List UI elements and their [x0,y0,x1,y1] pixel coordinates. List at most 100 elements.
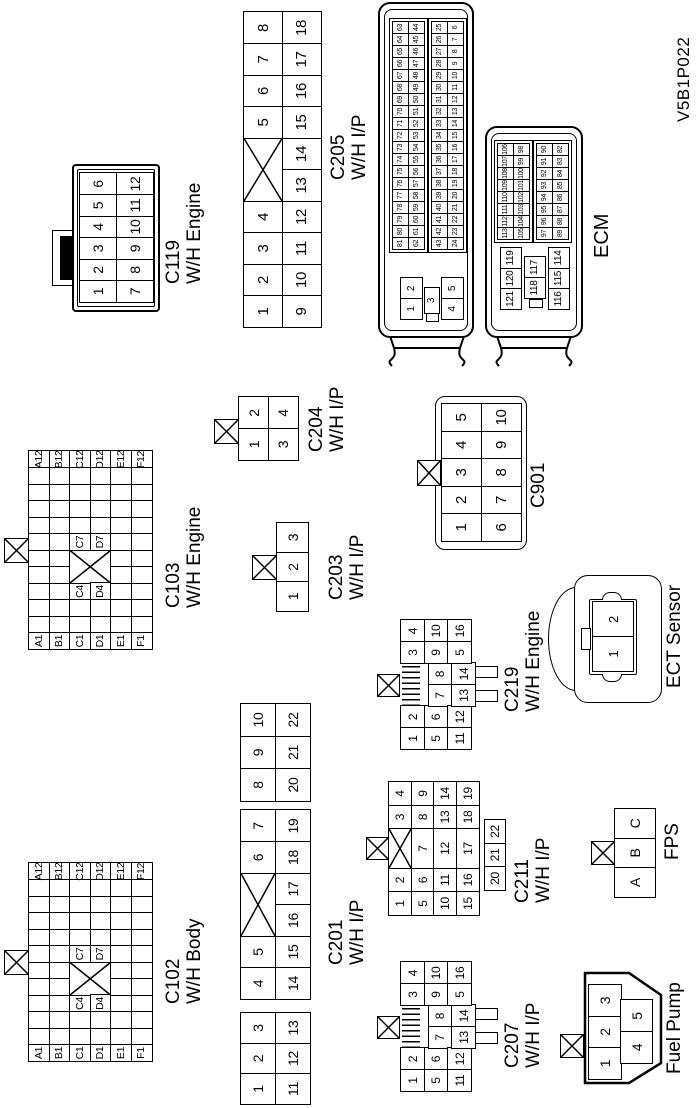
c119-pin-cell: 4 [79,215,117,239]
c205-pin-cell: 1 [243,295,283,328]
ecm-a-pin-cell: 49 [408,81,425,94]
c103-pin-cell: C4 [69,582,91,601]
c102-pin-cell: E12 [110,862,132,881]
c901-latch-icon [417,460,441,486]
c102-pin-cell: B1 [48,1044,71,1062]
ecm-a-pin-cell: 67 [392,69,409,82]
ecm-a-pin-cell: 11 [447,81,464,94]
c103-pin-cell [110,483,132,502]
c102-pin-cell [130,928,153,947]
c103-pin-cell [110,533,132,551]
ecm-a-pin-cell: 4 [441,298,464,320]
ecm-a-pin-cell: 35 [431,141,448,154]
c219-pin-cell: 16 [447,619,472,643]
c102-pin-cell: D12 [89,862,112,881]
c211-pin-cell: 10 [433,891,457,916]
ecm-a-pin-cell: 27 [431,45,448,58]
ecm-a-pin-cell: 26 [431,33,448,46]
connector-label-c119: C119 W/H Engine [163,182,205,284]
ecm-b-pin-cell: 105 [513,227,530,240]
c103-pin-cell [130,549,153,568]
ecm-a-pin-cell: 41 [431,213,448,226]
c201-pin-cell: 18 [274,841,311,874]
c201-pin-cell: 16 [274,904,311,937]
ecm-b-pin-cell: 108 [497,167,514,180]
ecm-a-pin-cell: 54 [408,141,425,154]
c201-pin-cell: 12 [274,1042,311,1075]
c219-pin-cell: 10 [423,619,449,643]
c102-pin-cell [48,895,71,914]
c102-pin-cell [48,978,71,996]
ecm-a-pin-cell: 45 [408,33,425,46]
ecm-b-pin-cell: 116 [548,288,570,310]
c102-pin-cell: C1 [69,1044,91,1062]
c103-pin-cell [28,483,50,502]
c102-pin-cell [89,1011,112,1029]
c103-pin-cell [48,467,71,485]
c207-pin-cell: 6 [423,1047,449,1071]
ecm-a-pin-cell: 72 [392,129,409,142]
ecm-a-pin-cell: 66 [392,57,409,70]
c205-pin-cell: 3 [243,232,283,265]
c211-pin-cell: 20 [484,866,506,891]
c219-pin-cell: 2 [400,705,425,729]
ecm-b-pin-cell: 110 [497,191,514,204]
ecm-a-pin-cell: 34 [431,129,448,142]
c201-pin-cell: 3 [240,1012,276,1044]
ecm-a-pin-cell: 20 [447,189,464,202]
c201-pin-cell: 22 [274,703,311,737]
c211-pin-cell: 8 [410,804,435,830]
ecm-a-pin-cell [426,313,439,322]
c201-pin-cell: 15 [274,935,311,969]
c219-pin-cell: 6 [423,705,449,729]
ecm-a-pin-cell: 64 [392,33,409,46]
c102-pin-cell [28,912,50,930]
connector-label-c207: C207 W/H I/P [502,1002,544,1068]
ecm-a-pin-cell: 78 [392,201,409,214]
c103-pin-cell [48,566,71,584]
c102-pin-cell [69,928,91,947]
ecm-b-pin-cell: 119 [500,247,522,269]
c211-pin-cell: 3 [388,804,412,830]
c211-pin-cell: 17 [455,828,480,869]
ecm-a-pin-cell: 1 [400,298,423,320]
c102-pin-cell [130,1027,153,1046]
ecm-b-pin-cell: 114 [548,247,570,269]
fps-pin-cell: C [614,808,656,839]
c102-pin-cell [69,1011,91,1029]
ecm-a-pin-cell: 58 [408,189,425,202]
c119-lock-bar [60,236,72,280]
c205-pin-cell: 8 [243,11,283,45]
c207-hook-right [476,1008,498,1020]
c103-pin-cell [28,467,50,485]
ecm-b-pin-cell: 102 [513,191,530,204]
ecm-a-pin-cell: 65 [392,45,409,58]
ecm-b-pin-cell: 85 [552,179,569,192]
c119-pin-cell: 8 [115,258,154,282]
c219-hook-left [476,690,498,702]
ecm-a-pin-cell: 75 [392,165,409,178]
ecm-a-pin-cell: 5 [441,277,464,300]
c103-pin-cell [130,483,153,502]
ecm-a-pin-cell: 38 [431,177,448,190]
c211-pin-cell: 12 [433,828,457,869]
ecm-b-pin-cell: 89 [552,227,569,240]
c102-pin-cell [130,961,153,980]
c102-pin-cell [48,961,71,980]
c103-pin-cell [48,516,71,535]
c102-pin-cell [69,879,91,897]
connector-label-c201: C201 W/H I/P [326,899,368,965]
c201-pin-cell: 5 [240,935,276,969]
ecm-a-pin-cell: 74 [392,153,409,166]
ecm-a-pin-cell: 59 [408,201,425,214]
c119-pin-cell: 1 [79,280,117,303]
c219-latch-icon [377,674,400,697]
ecm-a-pin-cell: 70 [392,105,409,118]
ecm-a-pin-cell: 55 [408,153,425,166]
c103-pin-cell: D4 [89,582,112,601]
c207-pin-cell: 7 [427,1026,453,1049]
c102-pin-cell [89,912,112,930]
c201-pin-cell: 21 [274,735,311,770]
connector-label-c103: C103 W/H Engine [163,506,205,608]
c103-pin-cell [28,516,50,535]
